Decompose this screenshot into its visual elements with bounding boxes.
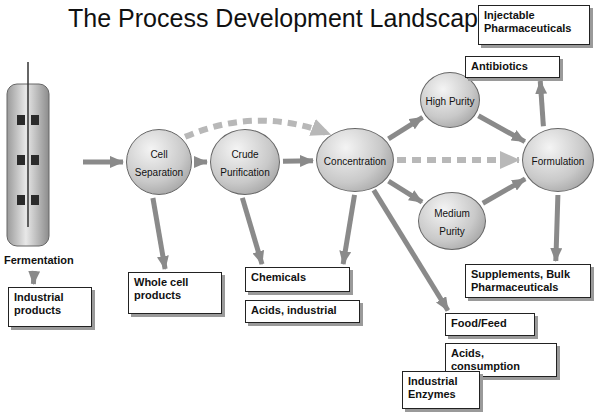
- flow-arrow: [195, 160, 207, 165]
- product-box: Supplements, Bulk Pharmaceuticals: [465, 264, 591, 298]
- process-circle: Crude Purification: [210, 129, 280, 195]
- node-text: Acids, industrial: [251, 304, 354, 317]
- product-box: Acids, industrial: [245, 300, 360, 323]
- fermenter-vessel: [4, 62, 54, 252]
- flow-arrow: [388, 181, 422, 202]
- dashed-arrow: [397, 157, 519, 163]
- node-text: Crude Purification: [220, 149, 269, 178]
- node-text: Supplements, Bulk Pharmaceuticals: [471, 268, 585, 293]
- node-text: Industrial products: [14, 291, 86, 316]
- node-text: Medium Purity: [434, 208, 470, 237]
- flow-arrow: [83, 159, 123, 164]
- product-box: Industrial products: [8, 287, 92, 327]
- flow-arrow: [388, 117, 422, 139]
- flow-arrow: [556, 195, 558, 261]
- process-circle: High Purity: [420, 72, 480, 128]
- flow-arrow: [242, 198, 262, 264]
- product-box: Chemicals: [245, 267, 350, 292]
- flow-arrow: [283, 158, 313, 164]
- process-circle: Formulation: [522, 128, 594, 192]
- flow-arrow: [483, 179, 525, 203]
- flow-arrow: [343, 195, 354, 264]
- product-box: Injectable Pharmaceuticals: [478, 5, 590, 45]
- node-text: Acids, consumption: [451, 347, 551, 372]
- fermenter: Fermentation: [4, 62, 80, 268]
- product-box: Industrial Enzymes: [402, 371, 480, 409]
- flow-arrow: [478, 116, 524, 142]
- product-box: Food/Feed: [445, 313, 535, 336]
- product-box: Antibiotics: [465, 56, 560, 78]
- node-text: Chemicals: [251, 271, 344, 284]
- flow-arrow: [31, 271, 37, 284]
- node-text: Injectable Pharmaceuticals: [484, 9, 584, 34]
- process-circle: Concentration: [316, 128, 394, 192]
- product-box: Whole cell products: [128, 272, 222, 314]
- node-text: Antibiotics: [471, 60, 554, 73]
- node-text: Industrial Enzymes: [408, 375, 474, 400]
- node-text: Food/Feed: [451, 317, 529, 330]
- node-text: High Purity: [426, 96, 475, 107]
- node-text: Concentration: [324, 156, 386, 167]
- node-text: Whole cell products: [134, 276, 216, 301]
- diagram-title: The Process Development Landscape: [0, 4, 560, 33]
- node-text: Cell Separation: [135, 149, 183, 178]
- process-circle: Cell Separation: [126, 129, 192, 195]
- node-text: Formulation: [532, 156, 585, 167]
- flow-arrow: [153, 198, 165, 269]
- node-text: Fermentation: [4, 254, 74, 266]
- flow-arrow: [540, 81, 543, 126]
- process-circle: Medium Purity: [418, 192, 486, 250]
